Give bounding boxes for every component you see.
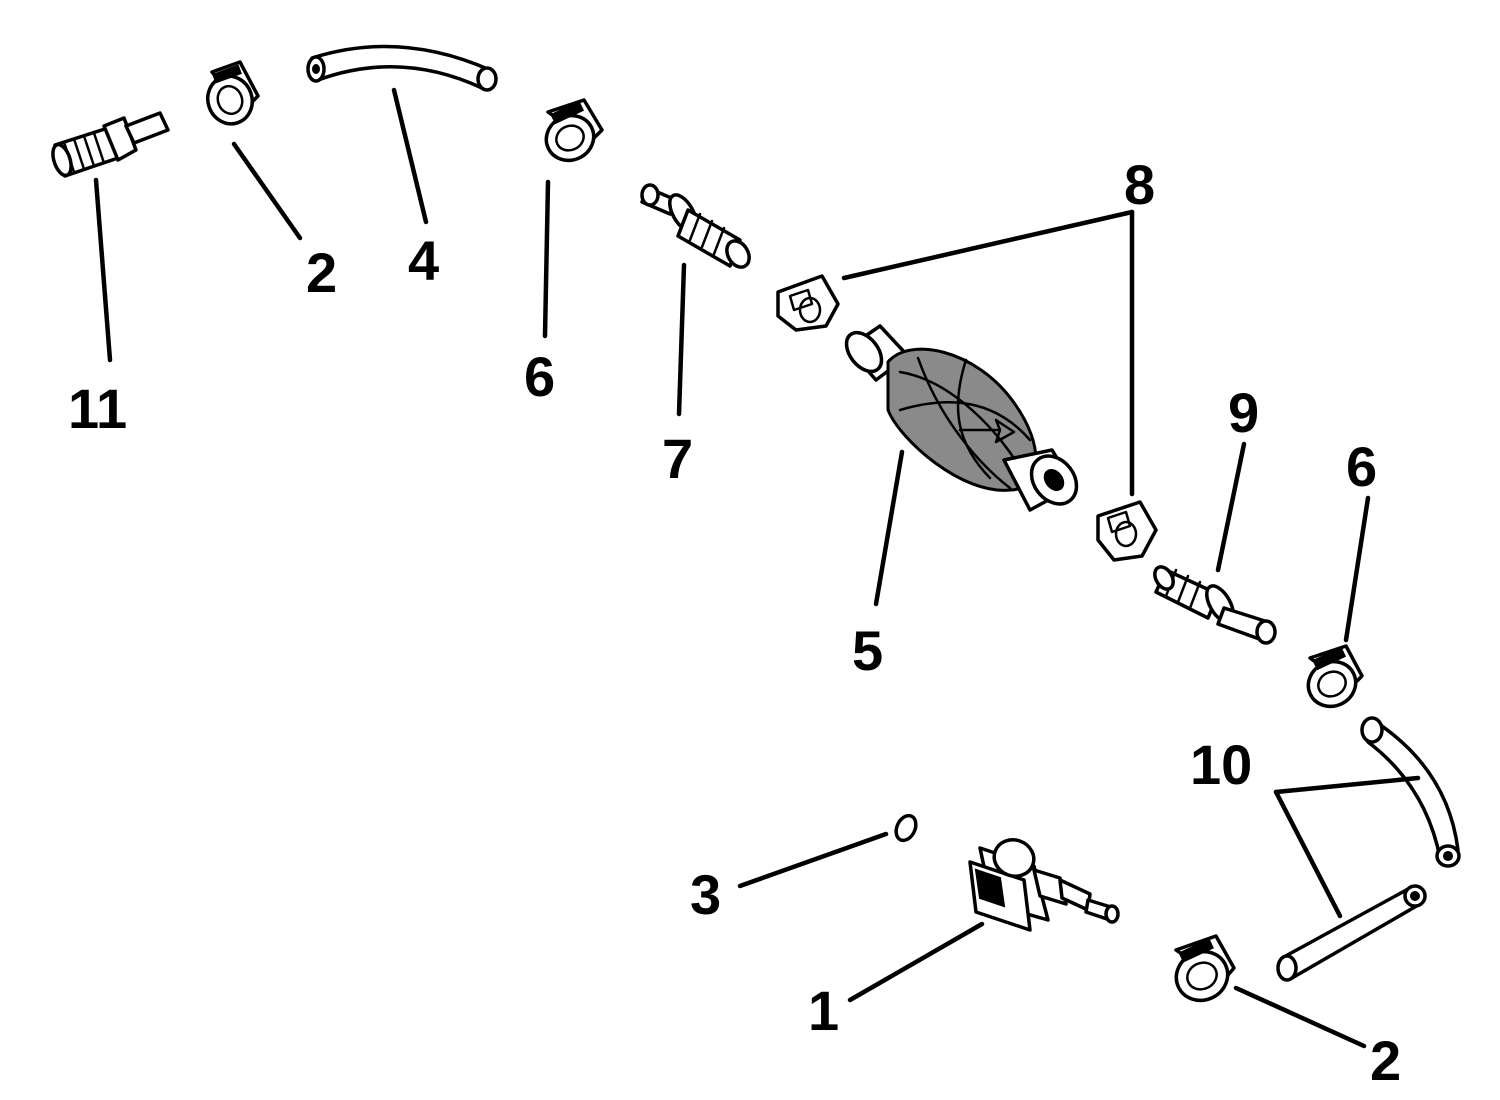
leader-10b <box>1273 789 1343 919</box>
leader-4 <box>391 87 429 225</box>
callout-labels: 11 2 4 6 7 8 5 9 6 10 3 1 2 <box>68 153 1401 1092</box>
leader-2-top <box>231 141 303 241</box>
leader-6-lower <box>1343 495 1371 643</box>
part-9-check-valve-fitting <box>1153 565 1277 645</box>
callout-8: 8 <box>1124 153 1155 216</box>
callout-2-top: 2 <box>306 241 337 304</box>
part-3-o-ring <box>894 813 918 843</box>
leader-lines <box>93 87 1421 1049</box>
part-1-fuel-connector <box>968 838 1120 932</box>
part-2-hose-clamp-top <box>206 60 260 126</box>
callout-5: 5 <box>852 619 883 682</box>
callout-3: 3 <box>690 863 721 926</box>
leader-7 <box>676 262 687 417</box>
callout-6-top: 6 <box>524 345 555 408</box>
callout-7: 7 <box>662 427 693 490</box>
part-2-hose-clamp-lower <box>1174 934 1236 1003</box>
leader-5 <box>873 449 905 607</box>
leader-1 <box>847 921 985 1003</box>
leader-6-top <box>542 179 551 339</box>
part-8-clamp-lower <box>1096 500 1158 562</box>
callout-1: 1 <box>808 979 839 1042</box>
callout-11: 11 <box>68 377 127 440</box>
leader-3 <box>737 831 889 889</box>
leader-2-lower <box>1233 985 1367 1049</box>
part-10-fuel-hoses <box>1276 716 1461 982</box>
part-6-hose-clamp-top <box>544 98 604 163</box>
callout-9: 9 <box>1228 381 1259 444</box>
part-4-fuel-hose <box>306 44 498 92</box>
part-11-barb-fitting <box>51 111 170 178</box>
leader-9 <box>1215 441 1247 573</box>
leader-10a <box>1273 775 1421 795</box>
callout-6-lower: 6 <box>1346 435 1377 498</box>
leader-8a <box>841 209 1135 281</box>
callout-2-lower: 2 <box>1370 1029 1401 1092</box>
callout-4: 4 <box>408 229 439 292</box>
callout-10: 10 <box>1190 733 1252 796</box>
part-5-primer-bulb <box>844 324 1079 512</box>
part-6-hose-clamp-lower <box>1306 644 1364 709</box>
part-7-check-valve-fitting <box>640 183 751 269</box>
part-8-clamp-upper <box>776 274 840 332</box>
leader-11 <box>93 177 113 363</box>
